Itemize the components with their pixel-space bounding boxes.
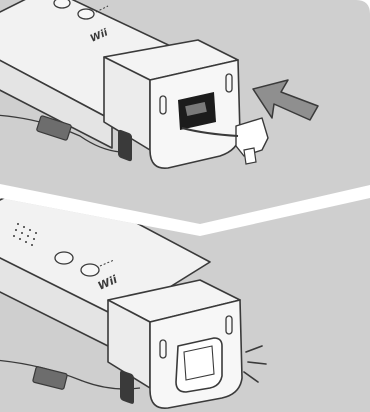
plug-tab xyxy=(244,148,256,164)
one-button xyxy=(55,252,73,264)
one-button xyxy=(54,0,70,8)
jacket-side-opening xyxy=(120,370,134,405)
seated-attachment-plug xyxy=(176,338,222,392)
two-button xyxy=(78,9,94,19)
two-button xyxy=(81,264,99,276)
jacket-side-opening xyxy=(118,129,132,162)
panel-top: Wii xyxy=(0,0,370,224)
